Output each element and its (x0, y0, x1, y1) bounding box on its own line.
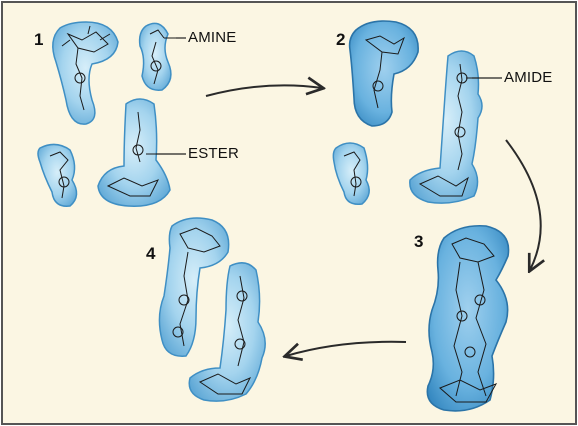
ester-label: ESTER (188, 145, 239, 162)
step-label-4: 4 (146, 244, 155, 264)
step-label-2: 2 (336, 30, 345, 50)
amine-label: AMINE (188, 29, 237, 46)
step-label-3: 3 (414, 232, 423, 252)
amide-label: AMIDE (504, 69, 553, 86)
step-label-1: 1 (34, 30, 43, 50)
